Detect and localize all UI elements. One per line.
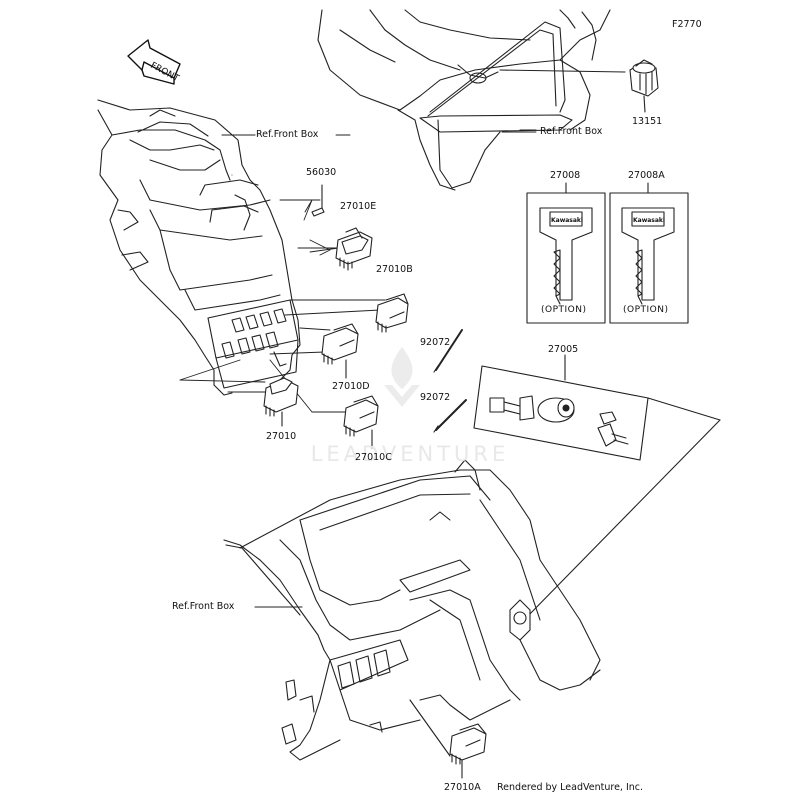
label-27010E[interactable]: 27010E: [340, 201, 377, 212]
key-brand-text-a: Kawasaki: [633, 217, 665, 224]
label-27010[interactable]: 27010: [266, 431, 297, 442]
ref-front-box-label-2[interactable]: Ref.Front Box: [540, 126, 603, 137]
front-arrow-icon: FRONT: [127, 39, 181, 85]
label-27005[interactable]: 27005: [548, 344, 579, 355]
label-27008[interactable]: 27008: [550, 170, 581, 181]
key-brand-text: Kawasaki: [551, 217, 583, 224]
label-27008A[interactable]: 27008A: [628, 170, 665, 181]
option-label-27008: (OPTION): [541, 305, 587, 315]
footer-credit: Rendered by LeadVenture, Inc.: [497, 782, 644, 793]
front-box-upper-left: [97, 99, 301, 386]
label-27010C[interactable]: 27010C: [355, 452, 392, 463]
label-27010A[interactable]: 27010A: [444, 782, 481, 793]
ref-front-box-label-3[interactable]: Ref.Front Box: [172, 601, 235, 612]
leader-lines-upper: [179, 134, 386, 413]
key-27008A-box: Kawasaki: [609, 182, 689, 324]
part-56030-pin: [311, 184, 325, 217]
ref-front-box-label-1[interactable]: Ref.Front Box: [256, 129, 319, 140]
label-56030[interactable]: 56030: [306, 167, 337, 178]
upper-dash-housing: [317, 9, 626, 191]
part-27005-ignition-switch: [473, 354, 721, 621]
label-27010D[interactable]: 27010D: [332, 381, 370, 392]
figure-code: F2770: [672, 19, 702, 30]
part-27010B-switch: [375, 293, 409, 333]
option-label-27008A: (OPTION): [623, 305, 669, 315]
label-92072-upper[interactable]: 92072: [420, 337, 451, 348]
part-92072-tie-lower: [433, 399, 467, 433]
label-92072-lower[interactable]: 92072: [420, 392, 451, 403]
part-27010-switch: [263, 377, 299, 427]
label-13151[interactable]: 13151: [632, 116, 663, 127]
front-box-lower: [223, 459, 601, 761]
part-27010E-switch: [335, 227, 373, 271]
part-27010C-switch: [343, 395, 379, 449]
part-27010A-switch: [449, 723, 487, 779]
part-13151-cap: [629, 59, 659, 113]
key-27008-box: Kawasaki: [526, 182, 606, 324]
part-92072-tie-upper: [433, 329, 463, 373]
part-27010D-switch: [321, 323, 359, 379]
label-27010B[interactable]: 27010B: [376, 264, 413, 275]
leadventure-logo-icon: [384, 347, 420, 407]
switch-panel-bezel: [207, 299, 299, 396]
watermark-text: LEADVENTURE: [310, 442, 510, 466]
